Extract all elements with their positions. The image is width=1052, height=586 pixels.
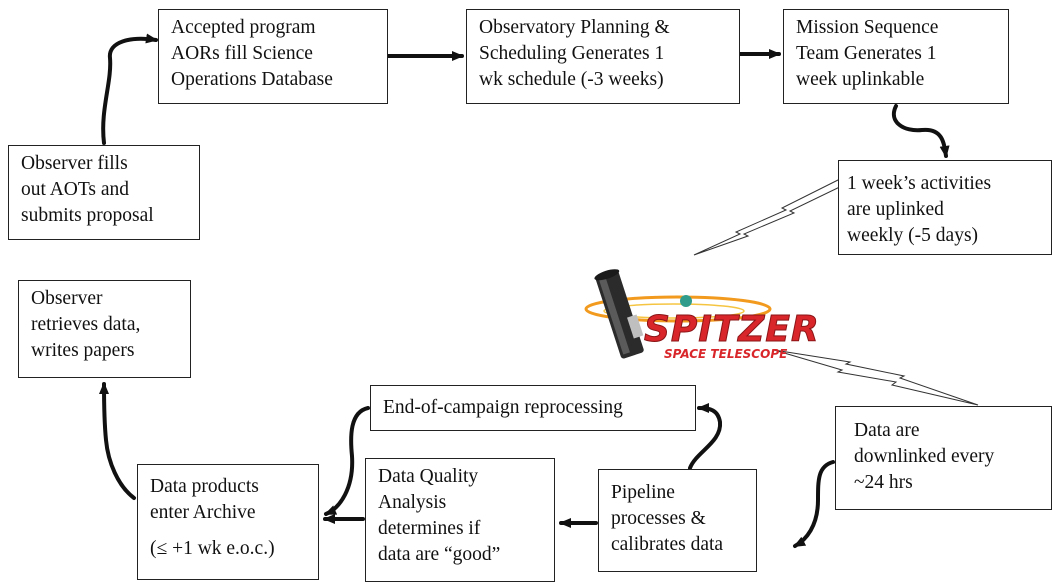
node-text: Data products: [150, 476, 259, 497]
node-text: Operations Database: [171, 69, 333, 90]
node-text: retrieves data,: [31, 314, 141, 335]
node-text: Mission Sequence: [796, 17, 939, 38]
node-text: Observer: [31, 288, 103, 309]
node-text: Data are: [854, 420, 920, 441]
node-text: Pipeline: [611, 482, 675, 503]
spitzer-telescope-logo: SPITZER SPACE TELESCOPE: [584, 269, 818, 361]
node-text: weekly (-5 days): [847, 225, 979, 246]
logo-subtitle: SPACE TELESCOPE: [664, 347, 788, 361]
node-text: enter Archive: [150, 502, 256, 523]
node-text: Analysis: [378, 492, 447, 513]
logo-orbit-swoosh: [584, 295, 772, 323]
arrow-reprocessing-to-archive: [324, 406, 370, 516]
node-daily-downlink: Data are downlinked every ~24 hrs: [835, 406, 1052, 510]
node-text: Data Quality: [378, 466, 479, 487]
logo-wordmark: SPITZER: [644, 309, 818, 350]
node-text: determines if: [378, 518, 481, 539]
node-text: ~24 hrs: [854, 472, 913, 493]
node-text: processes &: [611, 508, 706, 529]
node-weekly-uplink: 1 week’s activities are uplinked weekly …: [838, 160, 1052, 255]
node-text: calibrates data: [611, 534, 724, 555]
node-text: downlinked every: [854, 446, 995, 467]
node-text: Observatory Planning &: [479, 17, 670, 38]
node-text: writes papers: [31, 340, 135, 361]
spacer: [150, 526, 308, 536]
arrow-mission-to-uplink: [892, 104, 950, 158]
arrow-proposal-to-database: [101, 33, 158, 145]
node-text: are uplinked: [847, 199, 944, 220]
planet-icon: [680, 295, 692, 307]
node-text: wk schedule (-3 weeks): [479, 69, 664, 90]
node-end-of-campaign-reprocessing: End-of-campaign reprocessing: [370, 385, 696, 431]
arrow-archive-to-observer: [99, 382, 136, 500]
arrow-pipeline-to-reprocessing: [688, 403, 723, 470]
node-data-quality-analysis: Data Quality Analysis determines if data…: [365, 458, 555, 582]
downlink-lightning-icon: [773, 349, 979, 406]
node-text: 1 week’s activities: [847, 173, 992, 194]
node-text: AORs fill Science: [171, 43, 313, 64]
logo-orbit-inner: [603, 303, 745, 319]
node-text: Scheduling Generates 1: [479, 43, 665, 64]
node-text: Accepted program: [171, 17, 316, 38]
node-text: Observer fills: [21, 153, 128, 174]
telescope-icon: [594, 269, 644, 359]
node-data-products-archive: Data products enter Archive (≤ +1 wk e.o…: [137, 464, 319, 580]
node-text: submits proposal: [21, 205, 154, 226]
node-text: End-of-campaign reprocessing: [383, 397, 623, 418]
node-text: Team Generates 1: [796, 43, 937, 64]
node-text: out AOTs and: [21, 179, 130, 200]
node-observatory-planning: Observatory Planning & Scheduling Genera…: [466, 9, 740, 104]
arrow-downlink-to-pipeline: [793, 460, 835, 548]
node-text: (≤ +1 wk e.o.c.): [150, 538, 275, 559]
node-observer-retrieves-data: Observer retrieves data, writes papers: [18, 280, 191, 378]
node-text: week uplinkable: [796, 69, 925, 90]
node-observer-submits-proposal: Observer fills out AOTs and submits prop…: [8, 145, 200, 240]
node-text: data are “good”: [378, 544, 501, 565]
node-pipeline-processing: Pipeline processes & calibrates data: [598, 469, 757, 572]
node-accepted-program: Accepted program AORs fill Science Opera…: [158, 9, 388, 104]
node-mission-sequence-team: Mission Sequence Team Generates 1 week u…: [783, 9, 1009, 104]
uplink-lightning-icon: [693, 177, 849, 256]
